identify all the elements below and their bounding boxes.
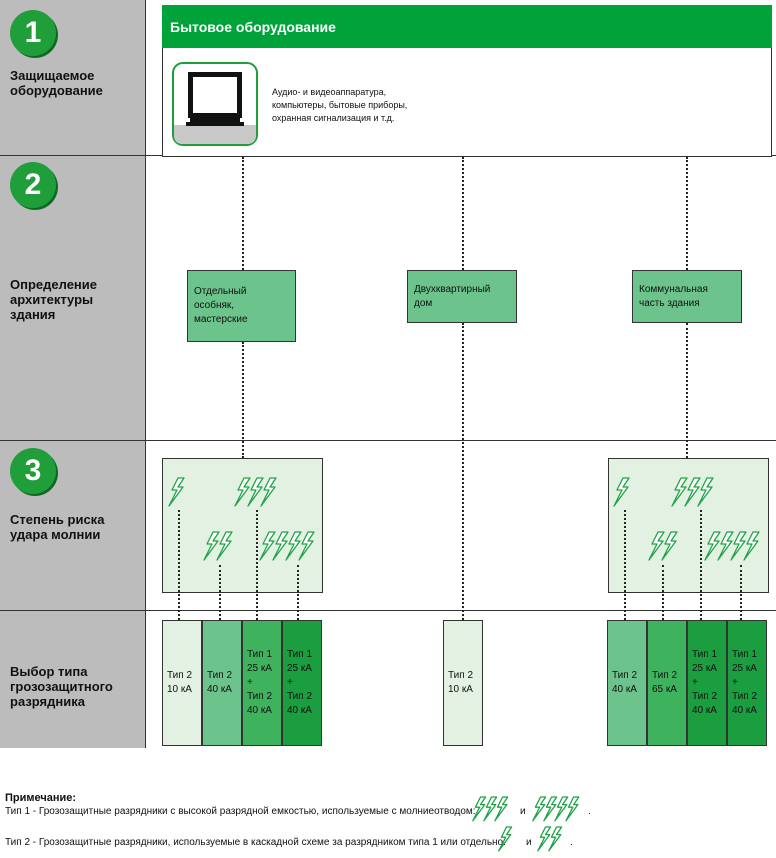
note-type-2: Тип 2 - Грозозащитные разрядники, исполь…	[5, 837, 506, 848]
step-3-badge: 3	[10, 448, 56, 494]
step-2-label: Определение архитектуры здания	[10, 277, 98, 322]
step-1-label: Защищаемое оборудование	[10, 68, 103, 98]
arrester-right-1: Тип 2 40 кА	[607, 620, 647, 746]
lightning-bolt-icon	[613, 477, 631, 513]
equipment-description: Аудио- и видеоаппаратура, компьютеры, бы…	[272, 87, 408, 123]
building-house: Отдельный особняк, мастерские	[187, 270, 296, 342]
step-2-badge: 2	[10, 162, 56, 208]
arrester-line: 40 кА	[247, 705, 272, 716]
step-1-badge: 1	[10, 10, 56, 56]
sidebar	[0, 0, 145, 748]
arrester-line: Тип 1	[247, 649, 273, 660]
arrester-line: 10 кА	[167, 684, 192, 695]
arrester-line: Тип 1	[692, 649, 718, 660]
step-4-label: Выбор типа грозозащитного разрядника	[10, 664, 113, 709]
connector	[462, 323, 464, 620]
note-and-2: и	[526, 837, 532, 848]
connector	[256, 510, 258, 620]
sidebar-border	[145, 0, 146, 748]
arrester-line: 25 кА	[287, 663, 312, 674]
note-period-2: .	[570, 837, 573, 848]
connector	[462, 157, 464, 270]
arrester-line: 40 кА	[612, 684, 637, 695]
row-separator-2	[0, 440, 776, 441]
risk-panel-right	[608, 458, 769, 593]
arrester-line: +	[287, 677, 293, 688]
row-separator-3	[0, 610, 776, 611]
arrester-line: Тип 2	[247, 691, 273, 702]
computer-monitor-icon	[172, 62, 258, 146]
lightning-bolt-icon	[203, 531, 234, 567]
lightning-bolt-icon	[472, 796, 510, 828]
building-duplex: Двухквартирный дом	[407, 270, 517, 323]
note-and-1: и	[520, 806, 526, 817]
arrester-line: Тип 2	[167, 670, 193, 681]
connector	[624, 510, 626, 620]
connector	[686, 323, 688, 458]
arrester-line: 40 кА	[692, 705, 717, 716]
arrester-line: 25 кА	[247, 663, 272, 674]
arrester-right-2: Тип 2 65 кА	[647, 620, 687, 746]
connector	[242, 342, 244, 458]
connector	[178, 510, 180, 620]
arrester-left-3: Тип 1 25 кА + Тип 2 40 кА	[242, 620, 282, 746]
arrester-line: 65 кА	[652, 684, 677, 695]
arrester-line: Тип 2	[732, 691, 758, 702]
arrester-line: +	[692, 677, 698, 688]
arrester-line: +	[732, 677, 738, 688]
notes-title: Примечание:	[5, 792, 77, 804]
lightning-bolt-icon	[168, 477, 186, 513]
step-3-label: Степень риска удара молнии	[10, 512, 105, 542]
note-period-1: .	[588, 806, 591, 817]
lightning-bolt-icon	[537, 826, 564, 858]
arrester-line: 10 кА	[448, 684, 473, 695]
equipment-header: Бытовое оборудование	[162, 5, 772, 48]
lightning-bolt-icon	[234, 477, 278, 513]
connector	[740, 565, 742, 620]
arrester-right-4: Тип 1 25 кА + Тип 2 40 кА	[727, 620, 767, 746]
arrester-line: Тип 2	[652, 670, 678, 681]
arrester-left-4: Тип 1 25 кА + Тип 2 40 кА	[282, 620, 322, 746]
connector	[662, 565, 664, 620]
arrester-line: 40 кА	[732, 705, 757, 716]
arrester-line: Тип 2	[448, 670, 474, 681]
arrester-line: Тип 2	[287, 691, 313, 702]
lightning-bolt-icon	[704, 531, 761, 567]
arrester-line: Тип 2	[692, 691, 718, 702]
arrester-line: 25 кА	[692, 663, 717, 674]
connector	[686, 157, 688, 270]
lightning-bolt-icon	[532, 796, 581, 828]
connector	[219, 565, 221, 620]
arrester-middle-1: Тип 2 10 кА	[443, 620, 483, 746]
lightning-bolt-icon	[648, 531, 679, 567]
arrester-line: 25 кА	[732, 663, 757, 674]
arrester-line: 40 кА	[207, 684, 232, 695]
arrester-line: Тип 2	[207, 670, 233, 681]
arrester-left-2: Тип 2 40 кА	[202, 620, 242, 746]
arrester-left-1: Тип 2 10 кА	[162, 620, 202, 746]
arrester-line: Тип 1	[732, 649, 758, 660]
arrester-right-3: Тип 1 25 кА + Тип 2 40 кА	[687, 620, 727, 746]
arrester-line: 40 кА	[287, 705, 312, 716]
arrester-line: +	[247, 677, 253, 688]
lightning-bolt-icon	[498, 826, 514, 858]
building-communal: Коммунальная часть здания	[632, 270, 742, 323]
arrester-line: Тип 2	[612, 670, 638, 681]
connector	[700, 510, 702, 620]
connector	[297, 565, 299, 620]
arrester-line: Тип 1	[287, 649, 313, 660]
connector	[242, 157, 244, 270]
lightning-bolt-icon	[259, 531, 316, 567]
lightning-bolt-icon	[671, 477, 715, 513]
note-type-1: Тип 1 - Грозозащитные разрядники с высок…	[5, 806, 476, 817]
